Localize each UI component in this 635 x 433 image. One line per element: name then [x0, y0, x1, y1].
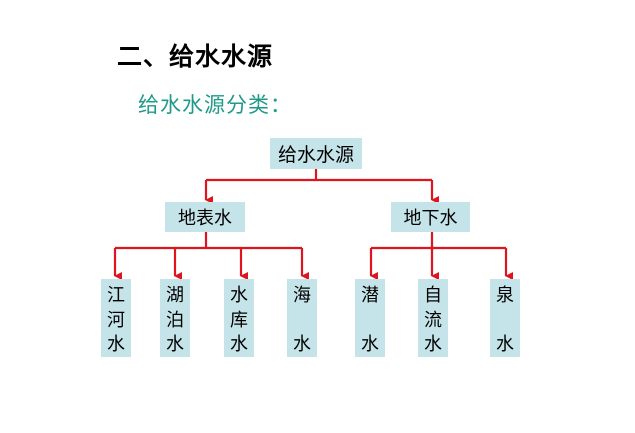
leaf-char: 泉 — [496, 285, 514, 306]
leaf-artesian-water: 自 流 水 — [418, 279, 448, 357]
leaf-char: 流 — [424, 310, 442, 331]
leaf-char: 海 — [293, 285, 311, 306]
leaf-char: 潜 — [361, 285, 379, 306]
leaf-char: 江 — [107, 285, 125, 306]
leaf-char: 泊 — [166, 310, 184, 331]
page-title: 二、给水水源 — [117, 42, 274, 71]
leaf-river-water: 江 河 水 — [101, 279, 131, 357]
leaf-char: 河 — [107, 310, 125, 331]
leaf-char: 水 — [424, 334, 442, 355]
leaf-char: 水 — [361, 334, 379, 355]
leaf-spring-water: 泉 水 — [490, 279, 520, 357]
leaf-char: 水 — [230, 285, 248, 306]
leaf-char: 水 — [496, 334, 514, 355]
leaf-lake-water: 湖 泊 水 — [160, 279, 190, 357]
leaf-char: 水 — [230, 334, 248, 355]
leaf-char: 水 — [293, 334, 311, 355]
leaf-sea-water: 海 水 — [287, 279, 317, 357]
leaf-phreatic-water: 潜 水 — [355, 279, 385, 357]
leaf-char: 湖 — [166, 285, 184, 306]
section-subtitle: 给水水源分类： — [138, 93, 292, 117]
leaf-char: 水 — [166, 334, 184, 355]
leaf-char: 水 — [107, 334, 125, 355]
leaf-char: 自 — [424, 285, 442, 306]
node-surface-water: 地表水 — [165, 202, 245, 232]
leaf-char: 库 — [230, 310, 248, 331]
leaf-reservoir-water: 水 库 水 — [224, 279, 254, 357]
node-root: 给水水源 — [270, 138, 362, 169]
node-groundwater: 地下水 — [391, 202, 470, 232]
